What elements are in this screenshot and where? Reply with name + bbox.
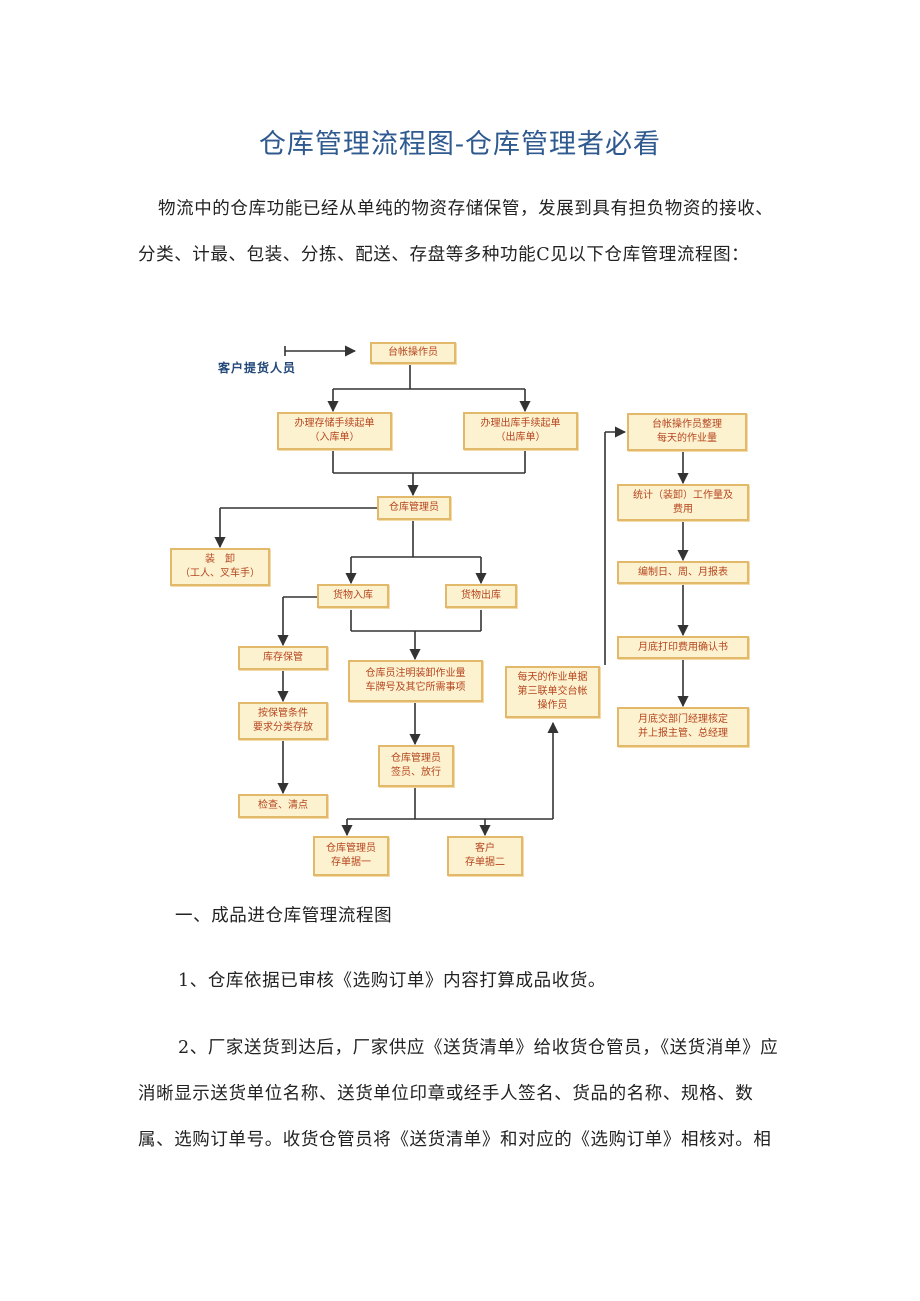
box-warehouse-manager: 仓库管理员 xyxy=(377,496,451,520)
step-2-paragraph: 2、厂家送货到达后，厂家供应《送货清单》给收货仓管员，《送货消单》应消晰显示送货… xyxy=(138,1038,779,1150)
warehouse-flowchart: 客户提货人员 台帐操作员 办理存储手续起单 （入库单） 办理出库手续起单 （出库… xyxy=(165,325,765,885)
customer-pickup-role-label: 客户提货人员 xyxy=(218,361,297,375)
box-daily-third-copy: 每天的作业单据 第三联单交台帐 操作员 xyxy=(505,666,600,718)
section-heading: 一、成品进仓库管理流程图 xyxy=(175,906,393,926)
box-manager-copy-one: 仓库管理员 存单据一 xyxy=(313,836,389,876)
box-ledger-daily-summary: 台帐操作员整理 每天的作业量 xyxy=(627,413,747,451)
box-storage-order: 办理存储手续起单 （入库单） xyxy=(277,412,392,450)
step-1-paragraph: 1、仓库依据已审核《选购订单》内容打算成品收货。 xyxy=(178,971,607,991)
intro-paragraph: 物流中的仓库功能已经从单纯的物资存储保管，发展到具有担负物资的接收、分类、计最、… xyxy=(138,199,774,265)
box-classify-storage: 按保管条件 要求分类存放 xyxy=(238,702,328,740)
flowchart-connectors xyxy=(214,345,689,837)
box-outbound-order: 办理出库手续起单 （出库单） xyxy=(463,412,578,450)
box-print-fee-confirmation: 月底打印费用确认书 xyxy=(617,636,749,659)
box-goods-inbound: 货物入库 xyxy=(317,584,389,608)
box-goods-outbound: 货物出库 xyxy=(445,584,517,608)
box-submit-manager: 月底交部门经理核定 并上报主管、总经理 xyxy=(617,707,749,747)
box-customer-copy-two: 客户 存单据二 xyxy=(447,836,523,876)
box-inspect-count: 检查、清点 xyxy=(238,794,328,818)
box-sign-release: 仓库管理员 签员、放行 xyxy=(378,745,454,787)
box-ledger-operator: 台帐操作员 xyxy=(370,342,456,364)
box-workload-stats: 统计（装卸）工作量及 费用 xyxy=(617,484,749,521)
document-title: 仓库管理流程图-仓库管理者必看 xyxy=(258,129,662,160)
box-stock-keeping: 库存保管 xyxy=(238,646,328,670)
box-note-workload: 仓库员注明装卸作业量 车牌号及其它所需事项 xyxy=(348,660,483,702)
box-reports: 编制日、周、月报表 xyxy=(617,561,749,584)
box-unloading: 装 卸 （工人、叉车手） xyxy=(170,548,270,586)
